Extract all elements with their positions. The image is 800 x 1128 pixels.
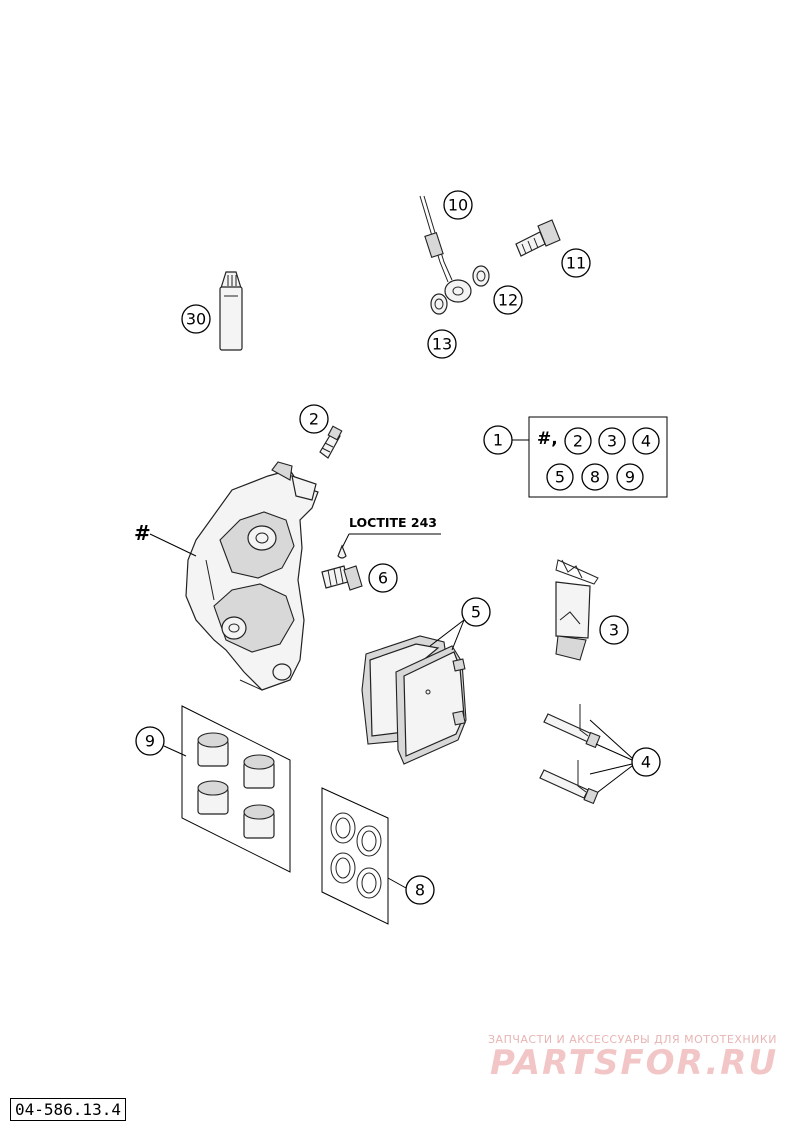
callout-5: 5 bbox=[429, 597, 491, 651]
seal-ring bbox=[356, 825, 382, 857]
brake-caliper bbox=[185, 461, 319, 691]
part-9-pistons bbox=[181, 705, 291, 873]
hash-mark: # bbox=[134, 521, 151, 545]
callout-9-label: 9 bbox=[145, 732, 155, 751]
part-2-bleeder-screw bbox=[319, 425, 343, 459]
callout-11-label: 11 bbox=[566, 254, 586, 273]
part-8-seal-rings bbox=[321, 787, 389, 925]
piston bbox=[243, 754, 275, 789]
part-13-washer bbox=[430, 293, 448, 315]
piston bbox=[197, 780, 229, 815]
callout-1-label: 1 bbox=[493, 431, 503, 450]
piston bbox=[197, 732, 229, 767]
callout-13-label: 13 bbox=[432, 335, 452, 354]
callout-5-label: 5 bbox=[471, 603, 481, 622]
kit-item-5: 8 bbox=[590, 468, 600, 487]
part-11-banjo-bolt bbox=[515, 219, 561, 257]
hash-label: # bbox=[134, 521, 197, 557]
seal-ring bbox=[330, 852, 356, 884]
part-6-caliper-bolt bbox=[321, 565, 363, 591]
reference-code: 04-586.13.4 bbox=[10, 1098, 126, 1121]
kit-item-2: 3 bbox=[607, 432, 617, 451]
callout-2: 2 bbox=[299, 404, 329, 434]
kit-item-1: 2 bbox=[573, 432, 583, 451]
callout-11: 11 bbox=[561, 248, 591, 278]
callout-12: 12 bbox=[493, 285, 523, 315]
part-12-washer bbox=[472, 265, 490, 287]
callout-10-label: 10 bbox=[448, 196, 468, 215]
callout-12-label: 12 bbox=[498, 291, 518, 310]
part-10-brake-line bbox=[419, 195, 472, 303]
callout-8: 8 bbox=[387, 875, 435, 905]
kit-item-4: 5 bbox=[555, 468, 565, 487]
seal-ring bbox=[356, 867, 382, 899]
kit-prefix: #, bbox=[537, 429, 558, 449]
callout-2-label: 2 bbox=[309, 410, 319, 429]
callout-1: 1 bbox=[483, 425, 513, 455]
part-5-brake-pads bbox=[361, 635, 467, 765]
kit-box: #, 2 3 4 5 8 9 bbox=[512, 416, 668, 498]
callout-30: 30 bbox=[181, 304, 211, 334]
seal-ring bbox=[330, 812, 356, 844]
part-30-lubricant-tube bbox=[219, 271, 243, 351]
callout-13: 13 bbox=[427, 329, 457, 359]
callout-3-label: 3 bbox=[609, 621, 619, 640]
callout-9: 9 bbox=[135, 726, 187, 757]
callout-4-label: 4 bbox=[641, 753, 651, 772]
callout-6-label: 6 bbox=[378, 569, 388, 588]
part-3-spring-clip bbox=[555, 559, 599, 661]
watermark-brand: PARTSFOR.RU bbox=[490, 1043, 779, 1083]
callout-4: 4 bbox=[589, 719, 661, 793]
part-4-pad-pins bbox=[539, 704, 601, 805]
callout-8-label: 8 bbox=[415, 881, 425, 900]
loctite-note: LOCTITE 243 bbox=[337, 515, 441, 559]
callout-30-label: 30 bbox=[186, 310, 206, 329]
piston bbox=[243, 804, 275, 839]
kit-item-3: 4 bbox=[641, 432, 651, 451]
callout-6: 6 bbox=[368, 563, 398, 593]
callout-10: 10 bbox=[443, 190, 473, 220]
loctite-label: LOCTITE 243 bbox=[349, 515, 437, 530]
kit-item-6: 9 bbox=[625, 468, 635, 487]
watermark-subtitle: ЗАПЧАСТИ И АКСЕССУАРЫ ДЛЯ МОТОТЕХНИКИ bbox=[488, 1033, 777, 1046]
callout-3: 3 bbox=[599, 615, 629, 645]
